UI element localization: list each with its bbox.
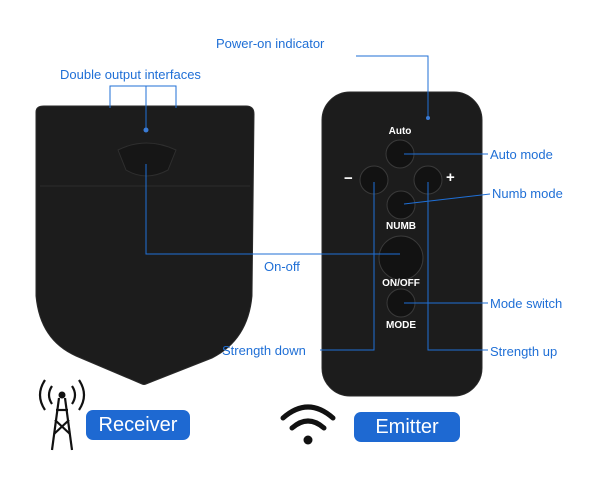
label-mode-switch: Mode switch (490, 296, 563, 311)
label-double-output-interfaces: Double output interfaces (60, 67, 201, 82)
label-strength-up: Strength up (490, 344, 558, 359)
label-on-off: On-off (264, 259, 300, 274)
numb-button-shape (386, 190, 416, 220)
power-indicator-led (426, 116, 430, 120)
minus-sign: − (344, 170, 353, 187)
numb-button-label: NUMB (386, 221, 416, 232)
label-power-on-indicator: Power-on indicator (216, 36, 325, 51)
receiver-tag: Receiver (86, 410, 190, 440)
onoff-button-label: ON/OFF (382, 278, 420, 289)
antenna-tower-icon (38, 379, 86, 451)
onoff-button-shape (378, 235, 424, 281)
receiver-device (35, 105, 255, 385)
label-strength-down: Strength down (222, 343, 306, 358)
leader-lines (109, 55, 491, 351)
receiver-indicator-dot (143, 127, 149, 133)
mode-button-label: MODE (386, 320, 416, 331)
label-auto-mode: Auto mode (490, 147, 553, 162)
wifi-signal-icon (280, 404, 336, 445)
plus-sign: + (446, 169, 455, 186)
emitter-tag: Emitter (354, 412, 460, 442)
label-numb-mode: Numb mode (492, 186, 563, 201)
auto-button-label: Auto (388, 126, 412, 137)
